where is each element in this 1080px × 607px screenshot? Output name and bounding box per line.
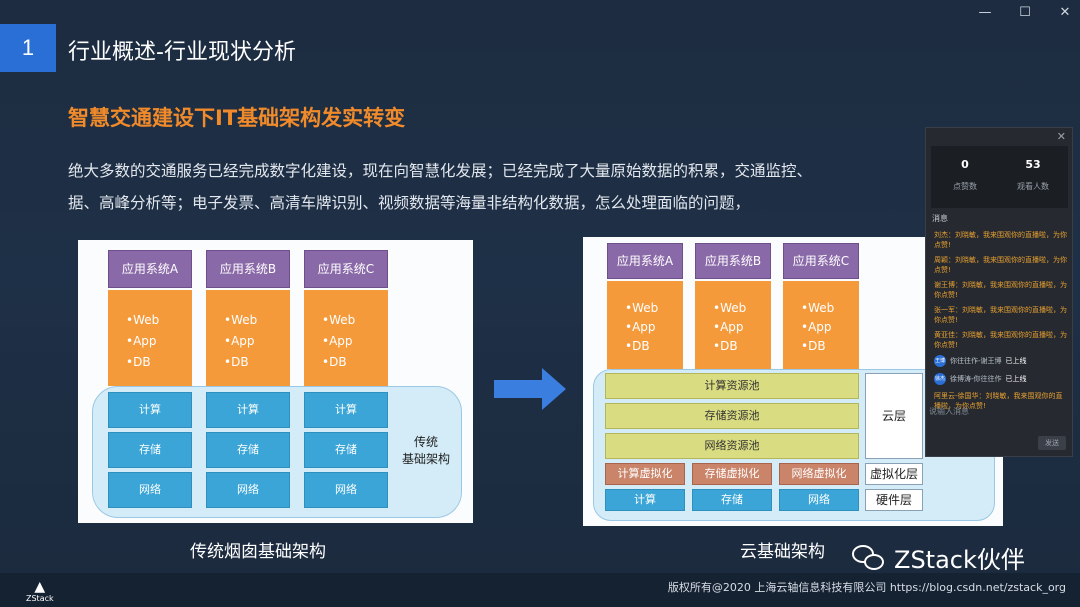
stack-box-a: •Web •App •DB	[108, 290, 192, 386]
chat-stats: 0 点赞数 53 观看人数	[931, 146, 1068, 208]
cloud-architecture-diagram: 应用系统A 应用系统B 应用系统C •Web •App •DB •Web •Ap…	[583, 237, 1003, 526]
network-cell-b: 网络	[206, 472, 290, 508]
wechat-icon	[852, 544, 886, 571]
stack-db: •DB	[322, 355, 347, 369]
app-system-a-box: 应用系统A	[607, 243, 683, 279]
avatar: 徐杰	[934, 373, 946, 385]
network-pool: 网络资源池	[605, 433, 859, 459]
system-message: 王博 你往往作-谢王博 已上线	[934, 355, 1027, 367]
zstack-logo: ▲ ZStack	[26, 579, 54, 603]
stack-box-c: •Web •App •DB	[304, 290, 388, 386]
slide-title: 行业概述-行业现状分析	[68, 40, 296, 65]
storage-pool: 存储资源池	[605, 403, 859, 429]
compute-cell-b: 计算	[206, 392, 290, 428]
stack-box-b: •Web •App •DB	[206, 290, 290, 386]
messages-list: 刘杰：刘晓敏，我来围观你的直播啦，为你点赞! 周颖：刘晓敏，我来围观你的直播啦，…	[934, 230, 1068, 420]
viewers-stat: 53 观看人数	[1017, 158, 1049, 191]
app-system-c-box: 应用系统C	[304, 250, 388, 288]
send-button[interactable]: 发送	[1038, 436, 1066, 450]
traditional-infra-label: 传统 基础架构	[401, 435, 450, 466]
network-cell-c: 网络	[304, 472, 388, 508]
transition-arrow-icon	[494, 368, 566, 410]
traditional-architecture-diagram: 应用系统A 应用系统B 应用系统C •Web •App •DB •Web •Ap…	[78, 240, 473, 523]
storage-cell-c: 存储	[304, 432, 388, 468]
cloud-layer-label: 云层	[865, 373, 923, 459]
stack-db: •DB	[224, 355, 249, 369]
compute-pool: 计算资源池	[605, 373, 859, 399]
stack-app: •App	[224, 334, 255, 348]
stack-box-b: •Web •App •DB	[695, 281, 771, 369]
paragraph-line-2: 据、高峰分析等；电子发票、高清车牌识别、视频数据等海量非结构化数据，怎么处理面临…	[68, 194, 751, 212]
stack-box-a: •Web •App •DB	[607, 281, 683, 369]
chat-message: 周颖：刘晓敏，我来围观你的直播啦，为你点赞!	[934, 256, 1067, 274]
avatar: 王博	[934, 355, 946, 367]
chat-message: 刘杰：刘晓敏，我来围观你的直播啦，为你点赞!	[934, 231, 1067, 249]
compute-virtualization: 计算虚拟化	[605, 463, 685, 485]
stack-app: •App	[126, 334, 157, 348]
compute-cell-a: 计算	[108, 392, 192, 428]
system-message: 徐杰 徐博涛-你往往作 已上线	[934, 373, 1027, 385]
close-icon[interactable]: ✕	[1059, 5, 1071, 20]
app-system-c-box: 应用系统C	[783, 243, 859, 279]
stack-web: •Web	[224, 313, 258, 327]
virtualization-layer-label: 虚拟化层	[865, 463, 923, 485]
hardware-layer-label: 硬件层	[865, 489, 923, 511]
window-controls: — ☐ ✕	[978, 6, 1072, 20]
traditional-caption: 传统烟囱基础架构	[190, 542, 326, 562]
cloud-caption: 云基础架构	[740, 542, 825, 562]
storage-hardware: 存储	[692, 489, 772, 511]
compute-cell-c: 计算	[304, 392, 388, 428]
slide-number: 1	[0, 24, 56, 72]
app-system-b-box: 应用系统B	[206, 250, 290, 288]
zstack-watermark: ZStack伙伴	[852, 540, 1025, 575]
copyright-text: 版权所有@2020 上海云轴信息科技有限公司 https://blog.csdn…	[667, 581, 1066, 594]
messages-title: 消息	[932, 214, 948, 223]
close-icon[interactable]: ✕	[1056, 130, 1066, 143]
stack-web: •Web	[322, 313, 356, 327]
chat-input[interactable]: 说输入消息	[929, 407, 969, 416]
stack-web: •Web	[126, 313, 160, 327]
chat-message: 阿里云-徐国华：刘晓敏，我来围观你的直播啦，为你点赞!	[934, 392, 1063, 410]
stack-db: •DB	[126, 355, 151, 369]
compute-hardware: 计算	[605, 489, 685, 511]
storage-cell-b: 存储	[206, 432, 290, 468]
logo-icon: ▲	[34, 579, 46, 595]
app-system-b-box: 应用系统B	[695, 243, 771, 279]
storage-virtualization: 存储虚拟化	[692, 463, 772, 485]
network-cell-a: 网络	[108, 472, 192, 508]
app-system-a-box: 应用系统A	[108, 250, 192, 288]
stack-box-c: •Web •App •DB	[783, 281, 859, 369]
chat-message: 黄亚佳：刘晓敏，我来围观你的直播啦，为你点赞!	[934, 331, 1067, 349]
paragraph-line-1: 绝大多数的交通服务已经完成数字化建设，现在向智慧化发展；已经完成了大量原始数据的…	[68, 162, 813, 180]
slide-subtitle: 智慧交通建设下IT基础架构发实转变	[68, 106, 406, 130]
likes-stat: 0 点赞数	[953, 158, 977, 191]
chat-message: 张一军：刘晓敏，我来围观你的直播啦，为你点赞!	[934, 306, 1067, 324]
chat-message: 谢王博：刘晓敏，我来围观你的直播啦，为你点赞!	[934, 281, 1067, 299]
maximize-icon[interactable]: ☐	[1019, 5, 1031, 20]
live-chat-panel: ✕ 0 点赞数 53 观看人数 消息 刘杰：刘晓敏，我来围观你的直播啦，为你点赞…	[925, 127, 1073, 457]
network-hardware: 网络	[779, 489, 859, 511]
slide-paragraph: 绝大多数的交通服务已经完成数字化建设，现在向智慧化发展；已经完成了大量原始数据的…	[68, 155, 928, 219]
network-virtualization: 网络虚拟化	[779, 463, 859, 485]
minimize-icon[interactable]: —	[978, 5, 992, 20]
stack-app: •App	[322, 334, 353, 348]
storage-cell-a: 存储	[108, 432, 192, 468]
footer-bar	[0, 573, 1080, 607]
